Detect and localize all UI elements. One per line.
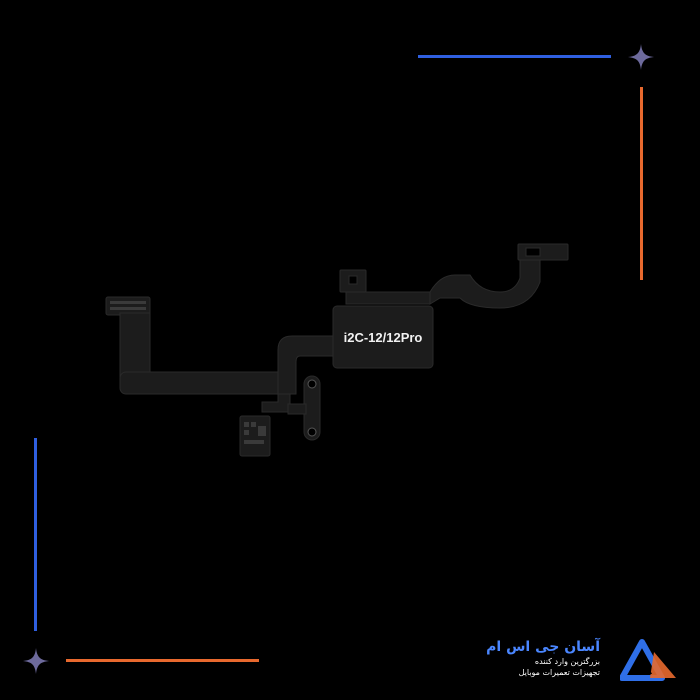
brand-text-block: آسان جی اس ام بزرگترین وارد کننده تجهیزا… xyxy=(486,638,600,678)
sparkle-star-icon-bottom-left xyxy=(23,648,49,674)
brand-triangle-icon xyxy=(620,639,676,681)
sparkle-star-icon-top-right xyxy=(628,44,654,70)
right-orange-line xyxy=(640,87,643,280)
product-label: i2C-12/12Pro xyxy=(344,330,423,345)
brand-logo: آسان جی اس ام بزرگترین وارد کننده تجهیزا… xyxy=(486,638,680,686)
bottom-orange-line xyxy=(66,659,259,662)
left-blue-line xyxy=(34,438,37,631)
brand-subtitle-line1: بزرگترین وارد کننده xyxy=(534,657,600,666)
top-blue-line xyxy=(418,55,611,58)
brand-title: آسان جی اس ام xyxy=(486,639,600,655)
brand-subtitle-line2: تجهیزات تعمیرات موبایل xyxy=(518,668,600,677)
